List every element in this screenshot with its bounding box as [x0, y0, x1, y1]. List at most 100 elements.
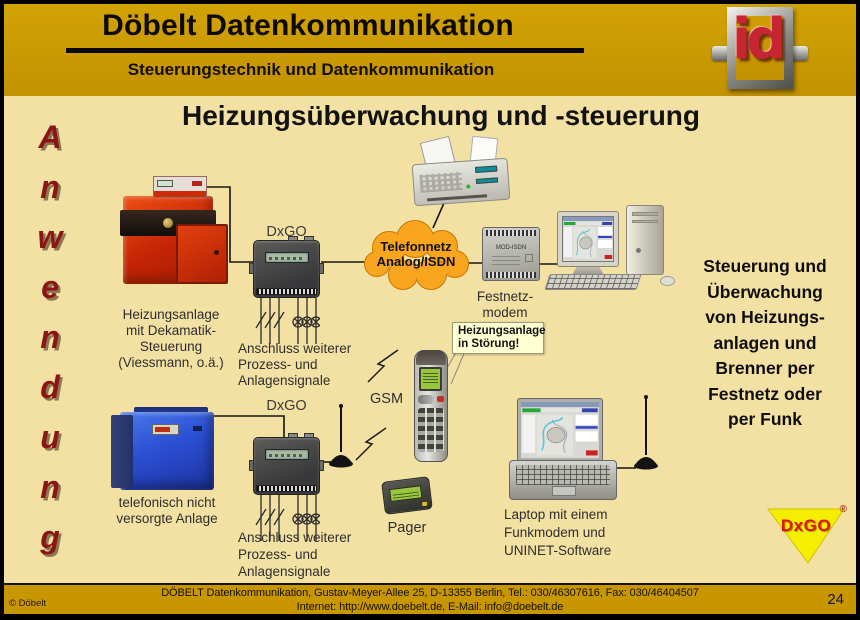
footer-band — [4, 583, 856, 614]
company-title: Döbelt Datenkommunikation — [102, 9, 514, 42]
fax-output-slot — [427, 194, 488, 202]
map-software-screen — [521, 402, 599, 458]
blue-unit-badge — [152, 424, 179, 435]
boiler-caption: Heizungsanlage mit Dekamatik- Steuerung … — [118, 307, 224, 370]
dxgo-lcd — [265, 252, 309, 263]
dxgo-lcd — [265, 449, 309, 460]
modem-label-lines — [492, 255, 520, 265]
laptop-caption: Laptop mit einem Funkmodem und UNINET-So… — [504, 507, 612, 558]
map-software-screen — [563, 217, 613, 261]
sensor-symbols — [292, 316, 320, 328]
cloud-shape — [364, 220, 469, 290]
tower-power-button — [636, 248, 641, 253]
monitor-screen — [562, 216, 614, 262]
boiler-led — [192, 181, 202, 186]
modem-caption: Festnetz- modem — [476, 289, 534, 320]
dxgo-mount-ear — [319, 460, 324, 471]
logo-frame-inner — [736, 16, 784, 80]
fax-display-2 — [475, 177, 499, 184]
dxgo2-label: DxGO — [266, 398, 307, 414]
dxgo-connector-tab — [288, 236, 298, 241]
pager-device — [381, 476, 433, 515]
pager-screen — [389, 485, 423, 503]
cloud-label: Telefonnetz Analog/ISDN — [376, 239, 456, 269]
gsm-phone — [414, 350, 448, 462]
keyboard — [544, 274, 642, 290]
tower-floppy-slot — [632, 220, 658, 223]
laptop-body — [509, 460, 617, 500]
phone-screen — [419, 367, 442, 391]
pc-tower — [626, 205, 664, 275]
boiler-burner — [176, 224, 228, 284]
dxgo-connector-tab — [304, 433, 314, 438]
signals2-caption: Anschluss weiterer Prozess- und Anlagens… — [238, 530, 352, 579]
phone-earpiece — [416, 350, 446, 365]
callout-bubble: Heizungsanlage in Störung! — [452, 322, 546, 354]
logo-peg-left — [712, 46, 730, 61]
dxgo-terminal-strip — [256, 485, 317, 492]
pager-button — [421, 501, 428, 507]
pager-label: Pager — [387, 520, 427, 536]
company-subtitle: Steuerungstechnik und Datenkommunikation — [127, 60, 495, 79]
dxgo-device-2 — [249, 433, 324, 495]
registered-mark: ® — [839, 504, 847, 515]
fax-display — [474, 165, 498, 173]
logo-peg-right — [790, 46, 808, 61]
fax-machine-icon — [411, 135, 511, 207]
dxgo-connector-tab — [288, 433, 298, 438]
modem-terminal-row-bottom — [486, 272, 536, 278]
modem-device-text: MOD-ISDN — [495, 245, 527, 251]
footer-copyright: © Döbelt — [9, 598, 47, 609]
footer-internet-line: Internet: http://www.doebelt.de, E-Mail:… — [296, 601, 564, 613]
dxgo-terminal-strip — [256, 288, 317, 295]
switch-symbols — [255, 508, 285, 526]
dxgo-mount-ear — [319, 263, 324, 274]
blue-heating-unit-graphic — [111, 407, 214, 490]
blue-unit-vent — [193, 426, 202, 431]
page-number: 24 — [827, 591, 844, 608]
fax-keypad — [419, 171, 463, 193]
title-underline — [66, 48, 584, 53]
dxgo-logo-triangle — [767, 508, 845, 564]
gsm-label: GSM — [370, 391, 404, 407]
footer-address-line: DÖBELT Datenkommunikation, Gustav-Meyer-… — [161, 587, 699, 599]
boiler-display — [157, 180, 173, 187]
laptop-screen-bezel — [517, 398, 603, 462]
laptop — [509, 398, 619, 504]
boiler-knob — [163, 218, 173, 228]
switch-symbols — [255, 311, 285, 329]
modem-ce-mark — [525, 254, 533, 262]
signal-wires-2 — [255, 495, 320, 541]
dxgo-logo-text: DxGO — [780, 516, 832, 535]
fax-body — [411, 157, 511, 207]
laptop-screen — [521, 402, 599, 458]
logo-id-text: id — [732, 7, 786, 72]
summary-note: Steuerung und Überwachung von Heizungs- … — [703, 256, 827, 429]
tower-drive-bay — [632, 212, 658, 216]
logo-frame — [727, 7, 793, 89]
heating-boiler-graphic — [120, 176, 228, 284]
dxgo-mount-ear — [249, 460, 254, 471]
signals1-caption: Anschluss weiterer Prozess- und Anlagens… — [238, 341, 352, 388]
slide-title: Heizungsüberwachung und -steuerung — [181, 100, 700, 131]
fax-led — [466, 184, 471, 189]
blue-unit-caption: telefonisch nicht versorgte Anlage — [116, 495, 218, 526]
dxgo-mount-ear — [249, 263, 254, 274]
mouse — [660, 276, 675, 286]
dxgo-connector-tab — [304, 236, 314, 241]
footer-contact: DÖBELT Datenkommunikation, Gustav-Meyer-… — [80, 586, 780, 614]
phone-keypad — [418, 408, 444, 452]
laptop-keyboard — [516, 465, 610, 485]
phone-nav-button — [418, 395, 434, 404]
dxgo-brand-logo: DxGO ® — [764, 503, 848, 567]
dxgo-device-1 — [249, 236, 324, 298]
id-company-logo: id — [712, 5, 808, 95]
blue-unit-side-panel — [111, 415, 133, 488]
modem-device: MOD-ISDN — [482, 227, 540, 281]
laptop-touchpad — [552, 486, 576, 496]
boiler-control-panel — [153, 176, 207, 198]
signal-wires-1 — [255, 298, 320, 344]
phone-red-button — [437, 396, 444, 402]
modem-terminal-row-top — [486, 230, 536, 236]
